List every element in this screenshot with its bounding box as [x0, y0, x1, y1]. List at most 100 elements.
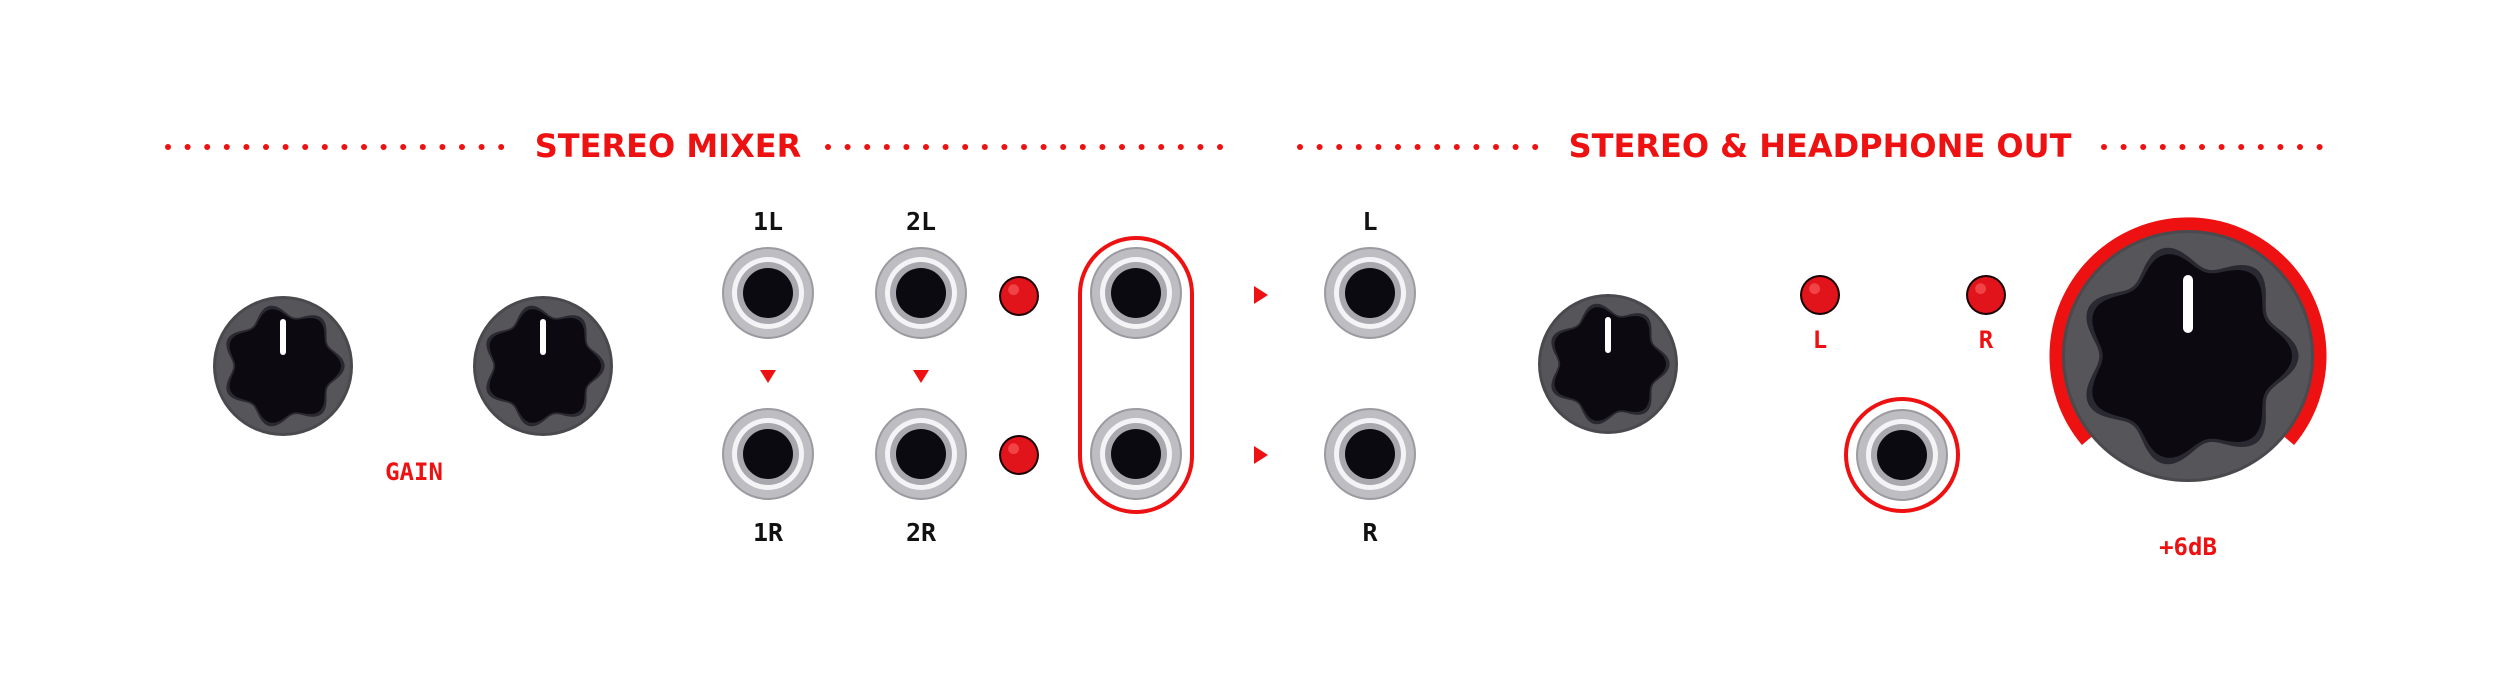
dot: [1158, 144, 1165, 150]
gain-knob-1[interactable]: [213, 296, 353, 436]
gain-label: GAIN: [385, 458, 443, 486]
dot: [981, 144, 988, 150]
output-arrow-right-bottom-icon: [1254, 446, 1268, 464]
dot: [400, 144, 407, 150]
output-led-l: [1800, 275, 1840, 315]
mixer-led-top: [999, 276, 1039, 316]
dot: [2140, 144, 2147, 150]
jack-label-1l: 1L: [753, 207, 783, 236]
output-jack-l[interactable]: [1323, 246, 1417, 340]
dot: [184, 144, 191, 150]
input-jack-2l[interactable]: [874, 246, 968, 340]
dot: [1453, 144, 1460, 150]
dot: [864, 144, 871, 150]
output-level-knob[interactable]: [1538, 294, 1678, 434]
mix-output-jack-top[interactable]: [1089, 246, 1183, 340]
dot: [825, 144, 831, 150]
mix-output-jack-bottom[interactable]: [1089, 407, 1183, 501]
dot: [1040, 144, 1047, 150]
dot: [1177, 144, 1184, 150]
dot: [923, 144, 929, 150]
section-title-stereo-headphone-out: STEREO & HEADPHONE OUT: [1569, 127, 2072, 165]
normal-arrow-down-2-icon: [913, 370, 929, 383]
dot: [243, 144, 250, 150]
dot: [1414, 144, 1421, 150]
dot: [2218, 144, 2225, 150]
dot: [1060, 144, 1067, 150]
dot: [2297, 144, 2303, 150]
output-jack-r[interactable]: [1323, 407, 1417, 501]
dot: [2179, 144, 2186, 150]
dot: [380, 144, 387, 150]
output-arrow-right-top-icon: [1254, 286, 1268, 304]
dot: [2101, 144, 2107, 150]
led-label-l: L: [1813, 326, 1827, 354]
input-jack-1r[interactable]: [721, 407, 815, 501]
dot: [361, 144, 367, 150]
dot: [439, 144, 446, 150]
dot: [883, 144, 890, 150]
section-title-stereo-mixer: STEREO MIXER: [535, 127, 802, 165]
jack-label-out-r: R: [1362, 518, 1378, 547]
dot: [1355, 144, 1362, 150]
dot: [1197, 144, 1204, 150]
dot: [2238, 144, 2245, 150]
dot: [1001, 144, 1008, 150]
dotted-rule-output-left: [1297, 144, 1539, 150]
dot: [1079, 144, 1086, 150]
jack-label-2l: 2L: [906, 207, 936, 236]
headphone-jack[interactable]: [1855, 408, 1949, 502]
dot: [459, 144, 465, 150]
boost-label-6db: +6dB: [2159, 533, 2217, 561]
dot: [844, 144, 851, 150]
jack-label-out-l: L: [1362, 207, 1377, 236]
dot: [1138, 144, 1145, 150]
dot: [1473, 144, 1480, 150]
jack-label-2r: 2R: [906, 518, 937, 547]
dot: [419, 144, 426, 150]
mix-output-group-outline: [1078, 236, 1194, 514]
dot: [341, 144, 348, 150]
dot: [1021, 144, 1027, 150]
dot: [1217, 144, 1223, 150]
headphone-jack-ring: [1844, 397, 1960, 513]
dot: [282, 144, 289, 150]
input-jack-1l[interactable]: [721, 246, 815, 340]
dot: [942, 144, 949, 150]
dot: [1119, 144, 1125, 150]
dot: [903, 144, 910, 150]
headphone-volume-knob[interactable]: [2062, 230, 2314, 482]
dot: [1099, 144, 1106, 150]
dot: [1493, 144, 1499, 150]
dot: [1434, 144, 1441, 150]
dot: [1532, 144, 1539, 150]
dot: [2199, 144, 2205, 150]
jack-label-1r: 1R: [753, 518, 784, 547]
dot: [2316, 144, 2323, 150]
mixer-led-bottom: [999, 435, 1039, 475]
dotted-rule-output-right: [2101, 144, 2323, 150]
dot: [204, 144, 211, 150]
dot: [1336, 144, 1343, 150]
dot: [962, 144, 969, 150]
dot: [1512, 144, 1519, 150]
led-label-r: R: [1979, 326, 1994, 354]
dot: [2277, 144, 2284, 150]
volume-range-arc: [2049, 217, 2327, 445]
normal-arrow-down-1-icon: [760, 370, 776, 383]
dot: [1297, 144, 1303, 150]
dot: [1316, 144, 1323, 150]
dot: [1375, 144, 1382, 150]
dot: [263, 144, 269, 150]
input-jack-2r[interactable]: [874, 407, 968, 501]
dot: [2159, 144, 2166, 150]
dot: [321, 144, 328, 150]
gain-knob-2[interactable]: [473, 296, 613, 436]
dot: [165, 144, 171, 150]
dot: [2120, 144, 2127, 150]
dot: [302, 144, 309, 150]
dot: [2257, 144, 2264, 150]
dot: [223, 144, 230, 150]
dotted-rule-mixer-right: [825, 144, 1223, 150]
